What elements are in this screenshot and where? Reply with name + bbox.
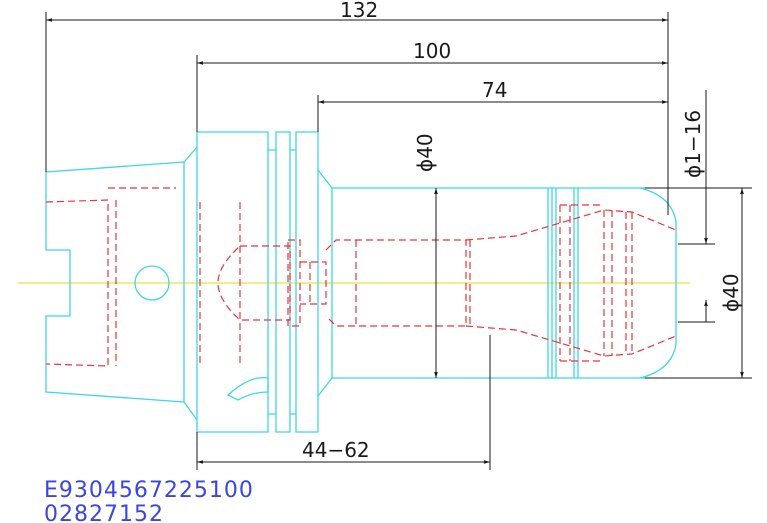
- dim-body-length: 100: [413, 39, 451, 63]
- tool-holder-outline: [45, 131, 677, 433]
- dim-shank-diameter: ϕ40: [413, 133, 437, 172]
- dim-overall-length: 132: [340, 0, 378, 22]
- dim-clamping-range: 44−62: [302, 438, 370, 462]
- dim-nose-diameter: ϕ40: [719, 273, 743, 312]
- hidden-lines: [45, 187, 677, 367]
- dim-collet-range: ϕ1−16: [681, 110, 705, 178]
- serial-number: 02827152: [44, 502, 164, 523]
- part-code: E9304567225100: [44, 478, 254, 503]
- dimension-lines: [45, 12, 752, 470]
- dim-nose-length: 74: [482, 78, 507, 102]
